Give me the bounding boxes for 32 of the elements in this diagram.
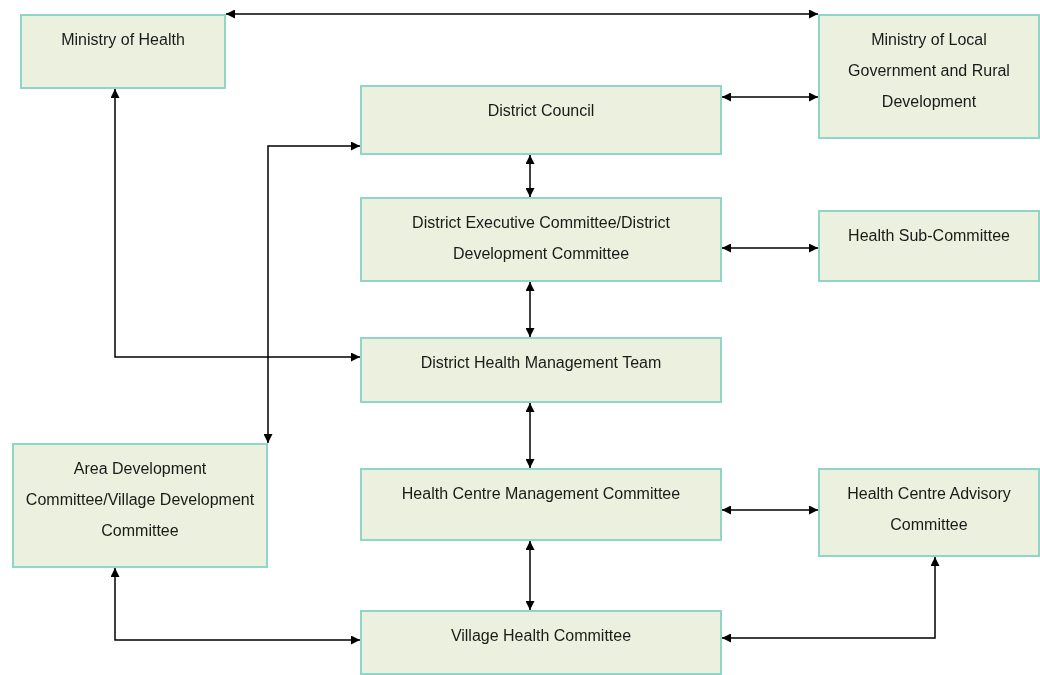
double-arrow [525,154,535,198]
box-label: Health Centre Advisory Committee [846,484,1012,535]
box-label: District Executive Committee/District Development Committee [411,213,671,264]
double-arrow [525,402,535,469]
org-box [818,14,1040,139]
org-box [360,610,722,675]
box-label: Village Health Committee [450,626,632,646]
org-box [360,197,722,282]
box-label: Health Sub-Committee [848,226,1010,246]
double-arrow [525,540,535,611]
double-arrow [525,281,535,338]
box-label: Ministry of Local Government and Rural Development [847,30,1011,112]
box-label: District Council [487,101,595,121]
org-box [360,85,722,155]
org-box [20,14,226,89]
double-arrow [110,88,361,362]
org-box [12,443,268,568]
box-label: Health Centre Management Committee [401,484,681,504]
double-arrow [721,92,819,102]
org-box [360,337,722,403]
double-arrow [110,567,361,645]
double-arrow [721,556,940,643]
box-label: District Health Management Team [420,353,662,373]
double-arrow [225,9,819,19]
org-box [360,468,722,541]
double-arrow [721,505,819,515]
org-box [818,468,1040,557]
double-arrow [721,243,819,253]
org-box [818,210,1040,282]
box-label: Ministry of Health [61,30,185,50]
double-arrow [263,141,361,444]
box-label: Area Development Committee/Village Development Committee [24,459,256,541]
